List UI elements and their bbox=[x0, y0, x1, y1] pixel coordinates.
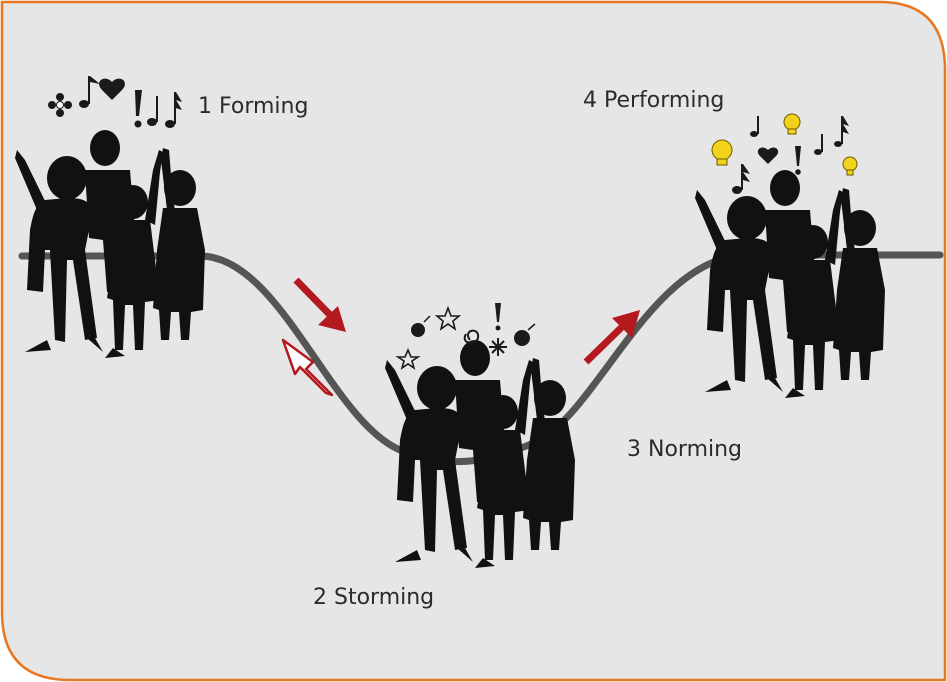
lightbulb-icon bbox=[711, 139, 733, 166]
exclamation-icon bbox=[495, 303, 501, 331]
outline-arrow-back-icon bbox=[281, 338, 334, 397]
lightbulb-icon bbox=[842, 156, 858, 176]
heart-icon bbox=[757, 147, 779, 164]
music-note-icon bbox=[814, 134, 823, 155]
stage-label-norming: 3 Norming bbox=[627, 437, 743, 462]
star-icon bbox=[434, 305, 462, 331]
stage-label-performing: 4 Performing bbox=[583, 88, 725, 113]
team-development-curve bbox=[18, 251, 944, 466]
bomb-icon bbox=[514, 323, 536, 346]
heart-icon bbox=[99, 78, 125, 100]
flower-icon bbox=[48, 93, 72, 117]
bomb-icon bbox=[411, 315, 431, 337]
stage-label-storming: 2 Storming bbox=[313, 585, 435, 610]
exclamation-icon bbox=[795, 146, 801, 175]
music-note-icon bbox=[147, 92, 182, 128]
music-note-icon bbox=[750, 116, 759, 137]
asterisk-icon bbox=[489, 338, 507, 356]
stage-label-forming: 1 Forming bbox=[198, 94, 309, 119]
spiral-icon bbox=[463, 329, 480, 344]
lightbulb-icon bbox=[783, 113, 801, 135]
star-icon bbox=[395, 347, 421, 370]
red-arrow-down-icon bbox=[293, 277, 346, 332]
music-note-icon bbox=[79, 76, 100, 108]
red-arrow-up-icon bbox=[583, 310, 640, 365]
music-note-icon bbox=[732, 164, 750, 194]
exclamation-icon bbox=[134, 90, 142, 128]
music-note-icon bbox=[834, 116, 849, 147]
